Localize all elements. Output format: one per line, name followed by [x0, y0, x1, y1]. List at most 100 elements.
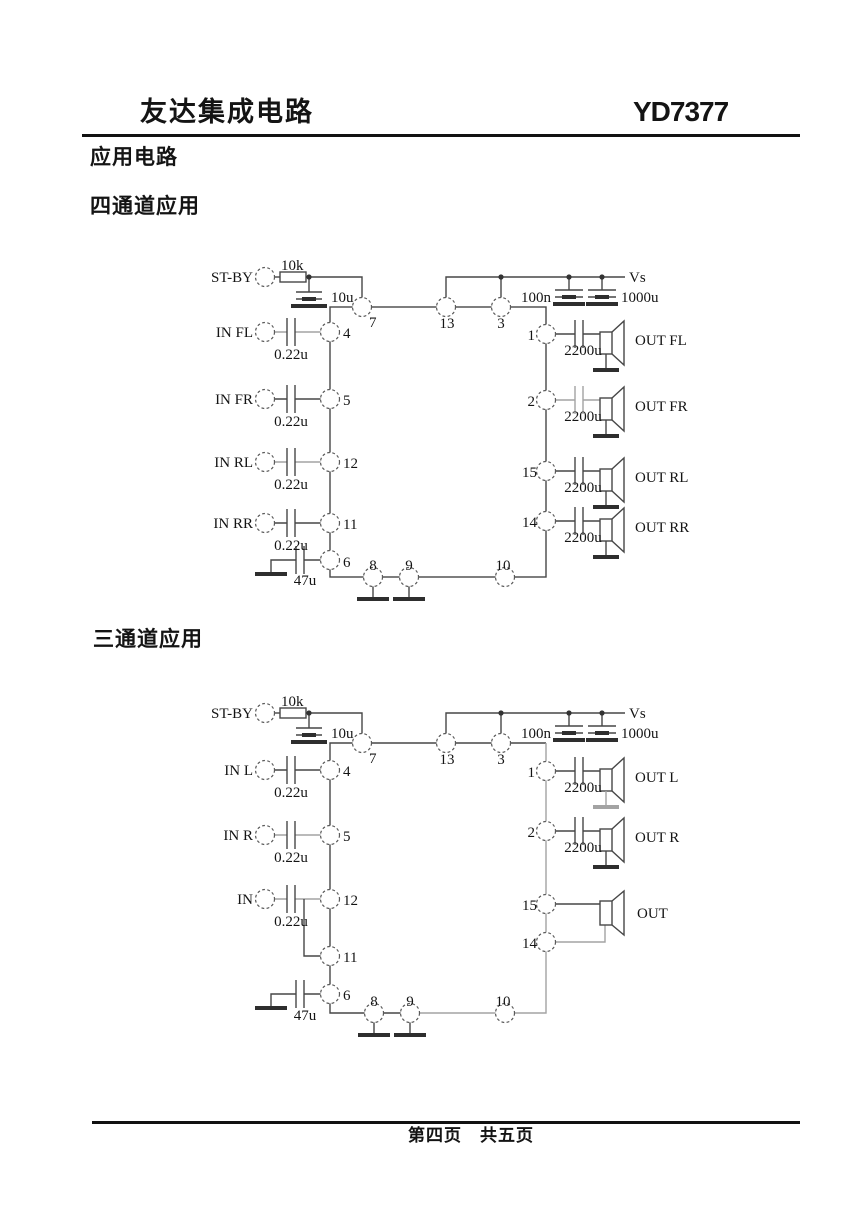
input-label: IN RL: [214, 455, 253, 471]
terminal-pad: [254, 451, 276, 473]
schematic-four-channel: ST-BY 10k 10u Vs 100n 1000u 7 13 3 IN FL…: [211, 258, 689, 601]
speaker-out-rl: [593, 456, 625, 509]
resistor-value: 10k: [281, 694, 304, 710]
terminal-pad: [254, 266, 276, 288]
speaker-out-rr: [593, 506, 625, 559]
pin-number: 4: [343, 764, 351, 780]
ic-outline: [329, 306, 547, 578]
pin-number: 4: [343, 326, 351, 342]
input-label: IN: [237, 892, 253, 908]
speaker-out-btl: [599, 889, 625, 937]
input-label: IN R: [223, 828, 253, 844]
pin-pad: [494, 566, 516, 588]
standby-terminal-label: ST-BY: [211, 270, 253, 286]
pin-number: 11: [343, 950, 357, 966]
cap-value: 2200u: [564, 530, 602, 546]
cap-value: 47u: [294, 1008, 317, 1024]
terminal-pad: [254, 321, 276, 343]
speaker-out-r: [593, 816, 625, 869]
pin-number: 2: [528, 394, 536, 410]
pin-number: 15: [522, 465, 537, 481]
pin-pad: [319, 321, 341, 343]
cap-value: 0.22u: [274, 347, 308, 363]
pin-number: 5: [343, 829, 351, 845]
pin-number: 8: [370, 994, 378, 1010]
cap-value: 0.22u: [274, 414, 308, 430]
input-label: IN FL: [216, 325, 253, 341]
pin-number: 9: [405, 558, 413, 574]
terminal-pad: [254, 512, 276, 534]
pin-number: 11: [343, 517, 357, 533]
terminal-pad: [254, 888, 276, 910]
pin-number: 2: [528, 825, 536, 841]
pin-number: 12: [343, 456, 358, 472]
cap-value: 0.22u: [274, 538, 308, 554]
ic-outline: [418, 743, 547, 1014]
junction-dot: [566, 710, 572, 716]
schematic-three-channel: ST-BY 10k 10u Vs 100n 1000u 7 13 3 IN L …: [211, 694, 679, 1037]
pin-pad: [398, 566, 420, 588]
output-label: OUT RR: [635, 520, 689, 536]
output-label: OUT L: [635, 770, 678, 786]
resistor-value: 10k: [281, 258, 304, 274]
pin-number: 15: [522, 898, 537, 914]
cap-value: 0.22u: [274, 785, 308, 801]
junction-dot: [306, 274, 312, 280]
pin-pad: [362, 566, 384, 588]
pin-number: 3: [497, 752, 505, 768]
subsection-three-channel: 三通道应用: [93, 627, 203, 651]
pin-pad: [535, 931, 557, 953]
wires: [255, 276, 625, 601]
pin-pad: [319, 824, 341, 846]
pin-number: 12: [343, 893, 358, 909]
input-label: IN L: [224, 763, 253, 779]
output-label: OUT FR: [635, 399, 688, 415]
pin-pad: [319, 759, 341, 781]
pin-number: 14: [522, 515, 538, 531]
junction-dot: [306, 710, 312, 716]
pin-pad: [535, 893, 557, 915]
pin-pad: [535, 323, 557, 345]
part-number: YD7377: [633, 96, 729, 127]
cap-value: 2200u: [564, 840, 602, 856]
cap-value: 100n: [521, 290, 552, 306]
cap-value: 2200u: [564, 343, 602, 359]
standby-terminal-label: ST-BY: [211, 706, 253, 722]
speaker-out-fl: [593, 319, 625, 372]
pin-number: 8: [369, 558, 377, 574]
output-label: OUT RL: [635, 470, 688, 486]
pin-pad: [319, 512, 341, 534]
pin-pad: [319, 983, 341, 1005]
cap-value: 0.22u: [274, 850, 308, 866]
cap-value: 0.22u: [274, 477, 308, 493]
brand-title: 友达集成电路: [140, 97, 314, 127]
pin-pad: [319, 945, 341, 967]
pin-number: 6: [343, 988, 351, 1004]
cap-value: 2200u: [564, 480, 602, 496]
subsection-four-channel: 四通道应用: [90, 194, 200, 218]
pin-number: 7: [369, 751, 377, 767]
cap-value: 10u: [331, 726, 354, 742]
cap-value: 0.22u: [274, 914, 308, 930]
terminal-pad: [254, 759, 276, 781]
cap-value: 47u: [294, 573, 317, 589]
speaker-out-fr: [593, 385, 625, 438]
pin-number: 13: [440, 316, 455, 332]
pin-pad: [494, 1002, 516, 1024]
pin-number: 5: [343, 393, 351, 409]
pin-pad: [535, 510, 557, 532]
output-label: OUT FL: [635, 333, 687, 349]
junction-dot: [599, 274, 605, 280]
cap-value: 1000u: [621, 290, 659, 306]
page-title: 应用电路: [90, 145, 178, 169]
pin-number: 13: [440, 752, 455, 768]
junction-dot: [498, 710, 504, 716]
terminal-pad: [254, 388, 276, 410]
pin-pad: [535, 460, 557, 482]
pin-number: 6: [343, 555, 351, 571]
standby-resistor: [279, 271, 307, 283]
pin-number: 1: [528, 328, 536, 344]
junction-dot: [599, 710, 605, 716]
terminal-pad: [254, 702, 276, 724]
pin-number: 14: [522, 936, 538, 952]
